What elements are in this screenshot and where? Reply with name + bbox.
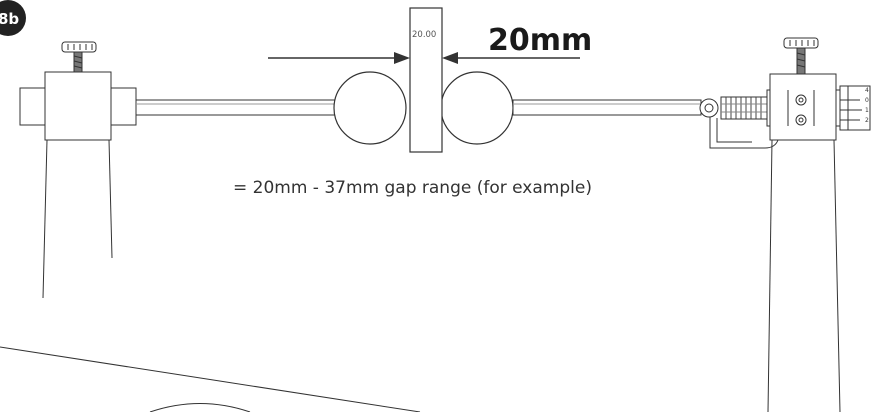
left-knob-head bbox=[61, 41, 97, 53]
left-roller bbox=[333, 71, 407, 145]
right-head-block bbox=[766, 73, 841, 141]
left-column-edge bbox=[42, 139, 48, 299]
right-knob-head bbox=[783, 37, 819, 49]
scale-mark-1: 4 bbox=[865, 87, 869, 94]
step-badge: 8b bbox=[0, 0, 26, 36]
adjuster-pivot bbox=[699, 98, 719, 118]
step-badge-circle bbox=[0, 0, 26, 36]
base-curve bbox=[149, 403, 251, 412]
gap-range-caption: = 20mm - 37mm gap range (for example) bbox=[233, 178, 592, 198]
right-column-edge bbox=[767, 139, 773, 412]
base-edge bbox=[0, 346, 421, 412]
adjuster-spring bbox=[720, 96, 768, 120]
feeler-gauge-reading: 20.00 bbox=[412, 30, 436, 40]
right-arrow-head bbox=[442, 52, 458, 64]
scale-mark-2: 0 bbox=[865, 97, 869, 104]
right-stand bbox=[766, 37, 871, 412]
left-column-edge-right bbox=[108, 139, 113, 259]
right-bolt-bottom bbox=[795, 114, 807, 126]
scale-mark-4: 2 bbox=[865, 117, 869, 124]
left-arrow-head bbox=[394, 52, 410, 64]
feeler-gauge-block bbox=[409, 7, 443, 153]
right-roller bbox=[440, 71, 514, 145]
feeler-gauge: 20.00 bbox=[409, 7, 443, 153]
step-badge-label: 8b bbox=[0, 10, 19, 28]
right-arm bbox=[512, 99, 702, 116]
right-bolt-top bbox=[795, 94, 807, 106]
dimension-arrows bbox=[268, 52, 580, 64]
base-table bbox=[0, 346, 421, 412]
left-arm bbox=[135, 99, 339, 116]
right-arm-rod bbox=[512, 99, 702, 116]
left-arm-rod bbox=[135, 99, 339, 116]
right-column-edge-right bbox=[833, 139, 841, 412]
left-head-block bbox=[19, 71, 137, 141]
right-adjuster bbox=[699, 96, 779, 149]
left-stand bbox=[19, 41, 137, 299]
scale-mark-3: 1 bbox=[865, 107, 869, 114]
adjuster-bracket bbox=[709, 115, 765, 149]
gap-size-label: 20mm bbox=[488, 23, 592, 58]
scale-dial bbox=[839, 85, 871, 131]
